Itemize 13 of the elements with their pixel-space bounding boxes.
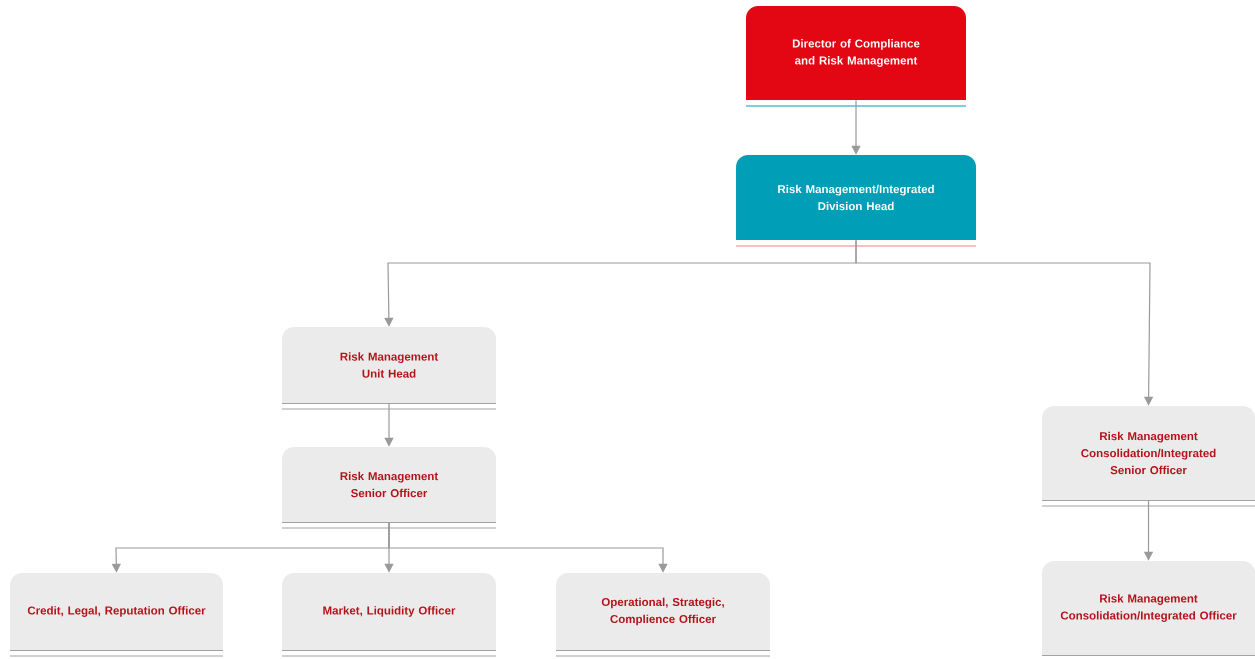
org-box: Risk Management Unit Head (282, 327, 496, 403)
org-box: Director of Compliance and Risk Management (746, 6, 966, 100)
org-box: Risk Management/Integrated Division Head (736, 155, 976, 240)
org-box: Credit, Legal, Reputation Officer (10, 573, 223, 650)
org-box: Risk Management Consolidation/Integrated Senior Officer (1042, 406, 1255, 500)
org-box: Operational, Strategic, Complience Officer (556, 573, 770, 650)
arrow (851, 99, 861, 155)
org-box: Risk Management Consolidation/Integrated Officer (1042, 561, 1255, 655)
arrow (855, 239, 1154, 406)
arrow (388, 521, 668, 573)
org-box: Market, Liquidity Officer (282, 573, 496, 650)
arrow (384, 402, 394, 447)
org-box: Risk Management Senior Officer (282, 447, 496, 522)
